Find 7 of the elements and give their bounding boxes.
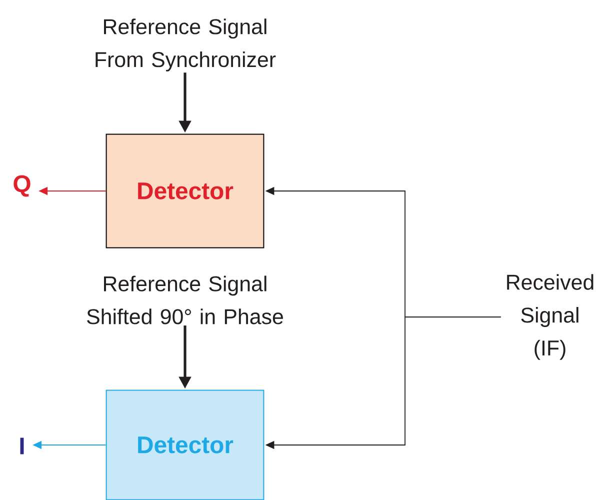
detector-box: Detector [106,390,264,500]
reference-label: Reference Signal From Synchronizer [96,18,276,72]
reference-label: Reference Signal Shifted 90° in Phase [87,276,283,324]
output-label: Q [14,175,30,197]
output-label: I [20,438,24,454]
signal-label: Received Signal (IF) [507,274,594,360]
detector-box: Detector [106,134,264,248]
